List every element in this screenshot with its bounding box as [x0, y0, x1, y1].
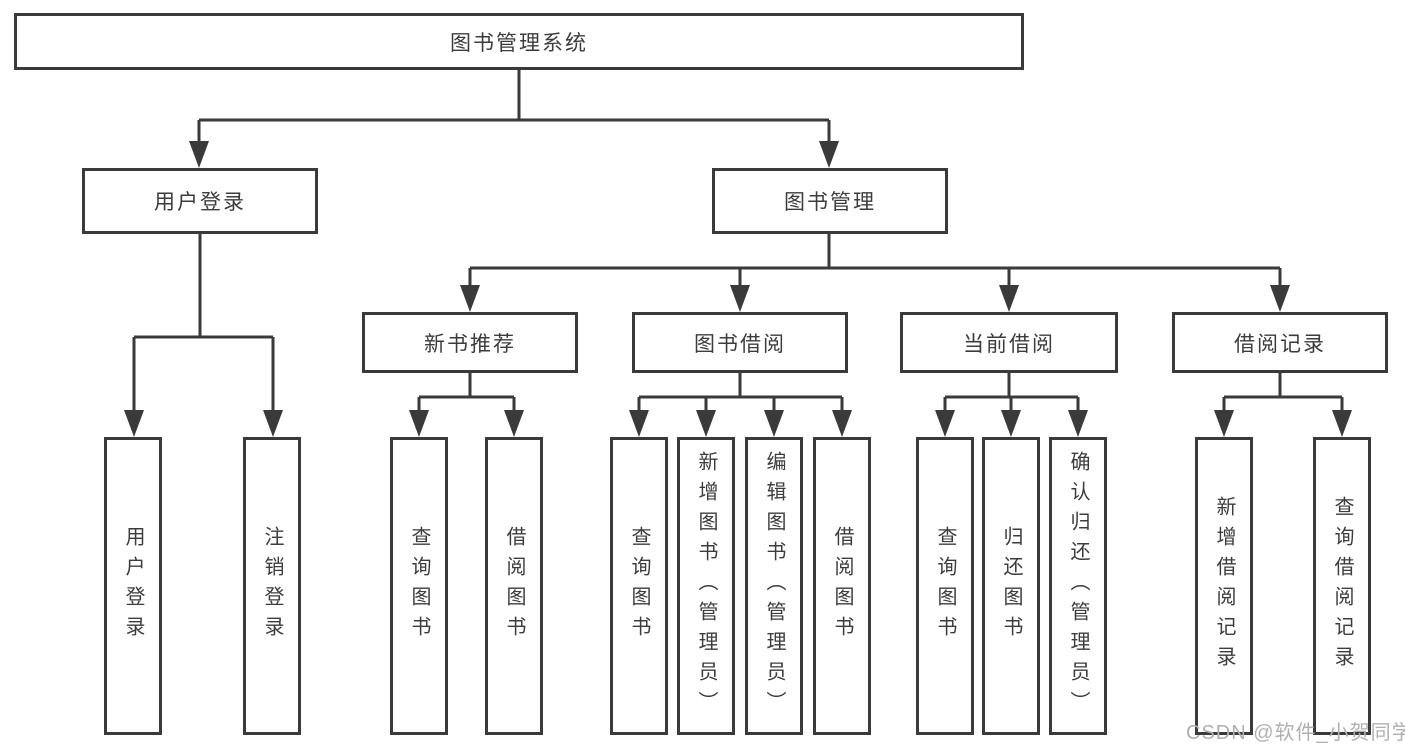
arrowhead-down-icon — [819, 141, 839, 168]
arrowhead-down-icon — [1068, 410, 1088, 437]
arrowhead-down-icon — [124, 410, 144, 437]
arrowhead-down-icon — [460, 285, 480, 312]
node-book-management: 图书管理 — [712, 168, 948, 234]
leaf-query-borrow-record: 查询借阅记录 — [1313, 437, 1371, 735]
leaf-borrow-books: 借阅图书 — [813, 437, 871, 735]
node-borrow-records: 借阅记录 — [1172, 312, 1388, 373]
node-current-borrow: 当前借阅 — [900, 312, 1118, 373]
leaf-query-books-borrow: 查询图书 — [610, 437, 668, 735]
leaf-query-books-current: 查询图书 — [916, 437, 974, 735]
arrowhead-down-icon — [696, 410, 716, 437]
arrowhead-down-icon — [764, 410, 784, 437]
arrowhead-down-icon — [1270, 285, 1290, 312]
arrowhead-down-icon — [832, 410, 852, 437]
arrowhead-down-icon — [999, 285, 1019, 312]
node-book-borrow: 图书借阅 — [632, 312, 848, 373]
arrowhead-down-icon — [730, 285, 750, 312]
leaf-confirm-return-admin: 确认归还（管理员） — [1049, 437, 1107, 735]
node-new-book-recommend: 新书推荐 — [362, 312, 578, 373]
arrowhead-down-icon — [189, 141, 209, 168]
arrowhead-down-icon — [1332, 410, 1352, 437]
arrowhead-down-icon — [935, 410, 955, 437]
node-user-login: 用户登录 — [82, 168, 318, 234]
leaf-logout: 注销登录 — [243, 437, 301, 735]
arrowhead-down-icon — [409, 410, 429, 437]
node-root: 图书管理系统 — [14, 13, 1024, 70]
csdn-watermark: CSDN @软件_小贺同学 — [1186, 722, 1405, 744]
arrowhead-down-icon — [504, 410, 524, 437]
leaf-return-books: 归还图书 — [982, 437, 1040, 735]
leaf-edit-books-admin: 编辑图书（管理员） — [745, 437, 803, 735]
leaf-user-login: 用户登录 — [104, 437, 162, 735]
arrowhead-down-icon — [629, 410, 649, 437]
leaf-query-books-new: 查询图书 — [390, 437, 448, 735]
leaf-borrow-books-new: 借阅图书 — [485, 437, 543, 735]
arrowhead-down-icon — [1001, 410, 1021, 437]
leaf-add-borrow-record: 新增借阅记录 — [1195, 437, 1253, 735]
arrowhead-down-icon — [263, 410, 283, 437]
arrowhead-down-icon — [1214, 410, 1234, 437]
leaf-add-books-admin: 新增图书（管理员） — [677, 437, 735, 735]
